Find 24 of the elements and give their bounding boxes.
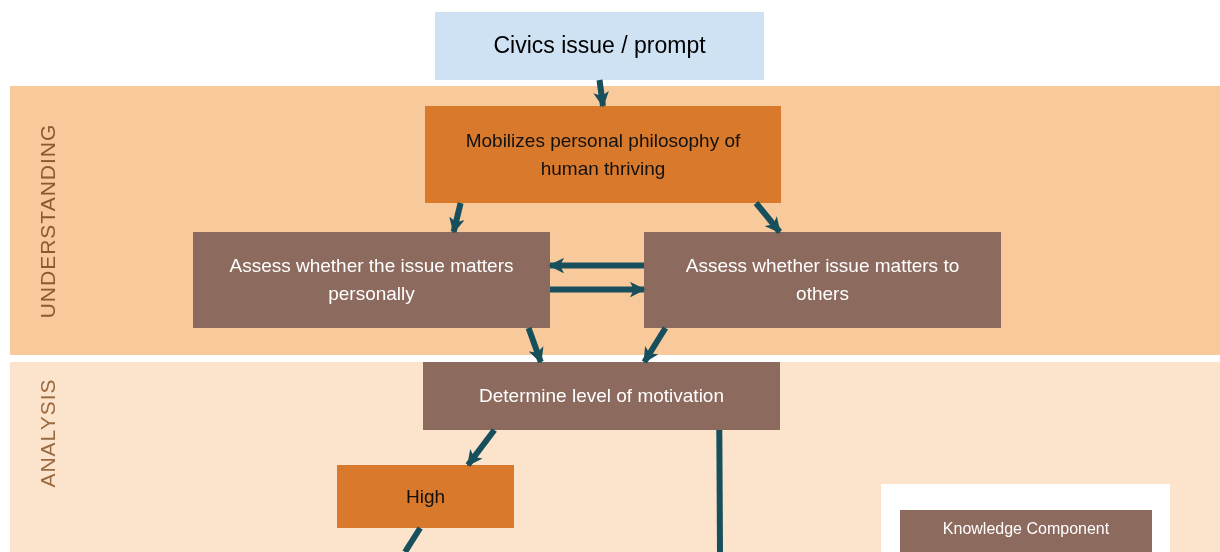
lane-label: UNDERSTANDING [36, 123, 60, 318]
arrow [449, 202, 465, 234]
arrow [753, 201, 782, 234]
node-label: High [404, 484, 447, 509]
start-box [435, 12, 764, 80]
arrow [548, 257, 644, 274]
legend-label: Knowledge Component [942, 520, 1110, 538]
node-label: Mobilizes personal philosophy of human thriving [464, 128, 742, 181]
process-box [644, 232, 1001, 328]
swimlane-band [10, 362, 1220, 552]
arrow [641, 326, 668, 364]
arrow [465, 428, 497, 467]
lane-label: ANALYSIS [36, 378, 60, 488]
process-box [423, 362, 780, 430]
node-label: Assess whether the issue matters personally [228, 254, 515, 306]
arrow [550, 281, 646, 298]
arrow [593, 79, 609, 108]
node-label: Determine level of motivation [478, 384, 725, 409]
process-box [193, 232, 550, 328]
node-label: Assess whether issue matters to others [684, 254, 961, 306]
process-box [425, 106, 781, 203]
outcome-box [337, 465, 514, 528]
node-label: Civics issue / prompt [492, 31, 707, 61]
swimlane-band [10, 86, 1220, 355]
